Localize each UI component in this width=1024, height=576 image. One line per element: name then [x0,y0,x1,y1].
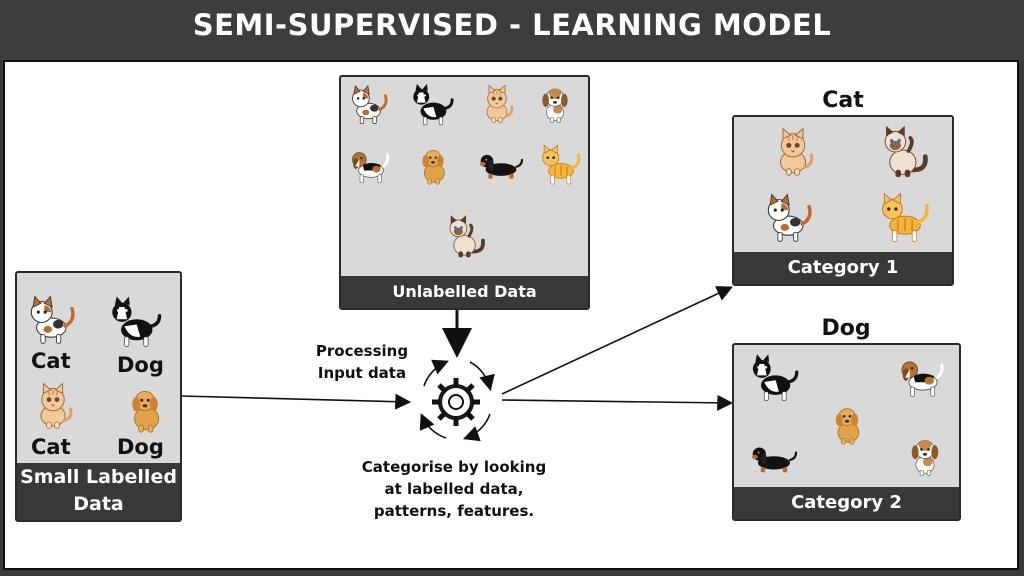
orange-kitten-icon [778,127,814,177]
label-cat-1: Cat [31,349,71,373]
process-cycle-arrows [419,359,495,442]
categorise-line1: Categorise by looking [361,458,547,476]
categorise-line2: at labelled data, [384,479,524,498]
golden-puppy-icon [835,408,860,445]
beagle-dog-icon [900,360,944,398]
labelled-data-panel: Cat Dog Cat Dog Small Labelled Data [15,271,182,522]
arrow-labelled-to-process [180,393,412,410]
beagle-dog-icon [351,151,390,185]
processing-line1: Processing [315,342,409,360]
dachshund-icon [478,153,524,180]
category1-panel: Category 1 [732,115,954,286]
category1-heading: Cat [822,88,864,113]
tabby-cat-icon [880,191,929,244]
border-collie-icon [751,352,799,403]
unlabelled-data-panel: Unlabelled Data [339,75,590,310]
beagle-puppy-icon [911,439,939,476]
categorise-label: Categorise by looking at labelled data, … [334,457,574,522]
calico-cat-icon [351,84,388,125]
processing-line2: Input data [317,363,407,382]
tabby-cat-icon [541,143,581,186]
page-title: SEMI-SUPERVISED - LEARNING MODEL [192,8,832,42]
arrow-process-to-category2 [501,394,734,411]
label-dog-2: Dog [117,435,164,459]
arrow-process-to-category1 [501,286,733,395]
labelled-caption-line2: Data [73,493,124,515]
label-dog-1: Dog [117,353,164,377]
golden-puppy-icon [131,390,160,433]
border-collie-icon [110,294,162,349]
processing-label: Processing Input data [300,341,424,385]
border-collie-icon [411,82,454,127]
siamese-cat-icon [448,213,486,259]
calico-cat-icon [29,294,75,345]
title-bar [0,0,1024,60]
category1-caption: Category 1 [734,252,952,284]
orange-kitten-icon [39,382,73,430]
dachshund-icon [750,446,798,474]
siamese-cat-icon [872,123,930,179]
label-cat-2: Cat [31,435,71,459]
beagle-puppy-icon [541,88,569,123]
gear-icon [432,378,480,426]
golden-puppy-icon [422,149,445,185]
categorise-line3: patterns, features. [373,501,535,520]
category2-heading: Dog [821,316,871,341]
category2-panel: Category 2 [732,343,961,521]
unlabelled-data-caption: Unlabelled Data [341,276,588,308]
labelled-caption-line1: Small Labelled [20,466,177,488]
labelled-data-caption: Small Labelled Data [17,463,180,520]
calico-cat-icon [766,192,812,243]
orange-kitten-icon [485,84,514,125]
category2-caption: Category 2 [734,487,959,519]
